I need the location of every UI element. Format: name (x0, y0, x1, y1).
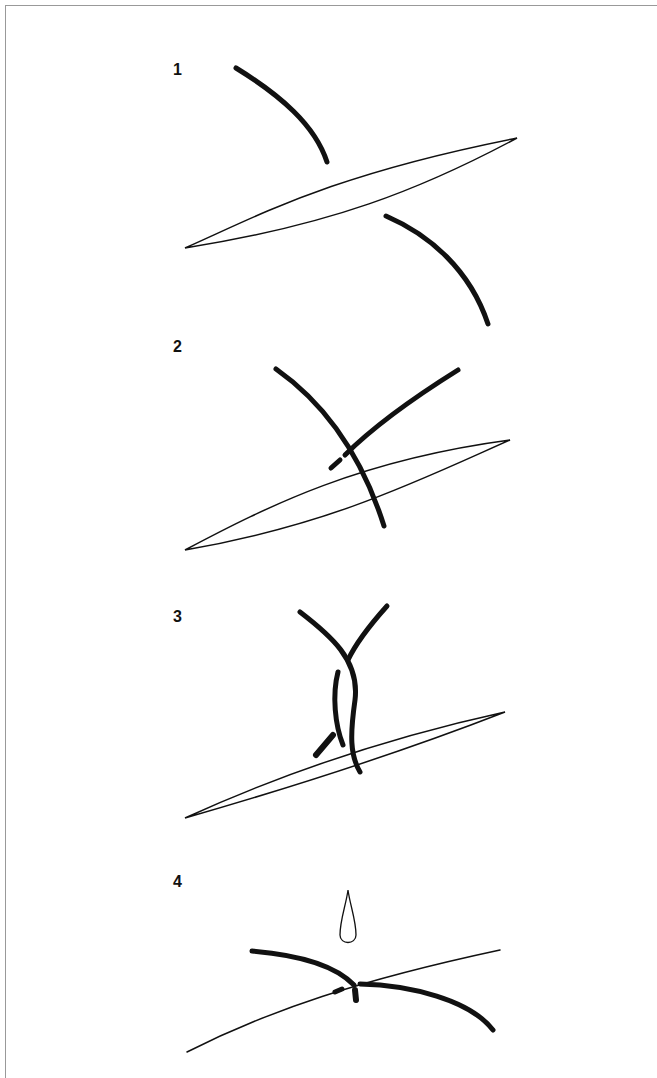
frame (6, 6, 657, 1078)
wound-4 (187, 950, 500, 1052)
thread (331, 460, 340, 468)
step-number: 1 (173, 62, 182, 78)
thread (316, 735, 333, 755)
drop (340, 890, 356, 943)
wound-3 (185, 712, 505, 818)
wound-1 (185, 138, 517, 248)
thread (386, 216, 488, 324)
knot (335, 989, 342, 992)
wound-2 (185, 440, 510, 550)
thread (348, 606, 387, 660)
thread (276, 369, 384, 526)
wound-outlines (185, 138, 517, 1052)
knot (355, 990, 356, 1000)
thread (252, 951, 354, 985)
step-number: 4 (173, 874, 182, 890)
thread (335, 672, 343, 745)
thread (360, 984, 493, 1030)
thread (236, 68, 327, 162)
threads (236, 68, 493, 1030)
thread (300, 612, 360, 772)
step-number: 3 (173, 609, 182, 625)
step-number: 2 (173, 339, 182, 355)
thread (345, 370, 458, 455)
